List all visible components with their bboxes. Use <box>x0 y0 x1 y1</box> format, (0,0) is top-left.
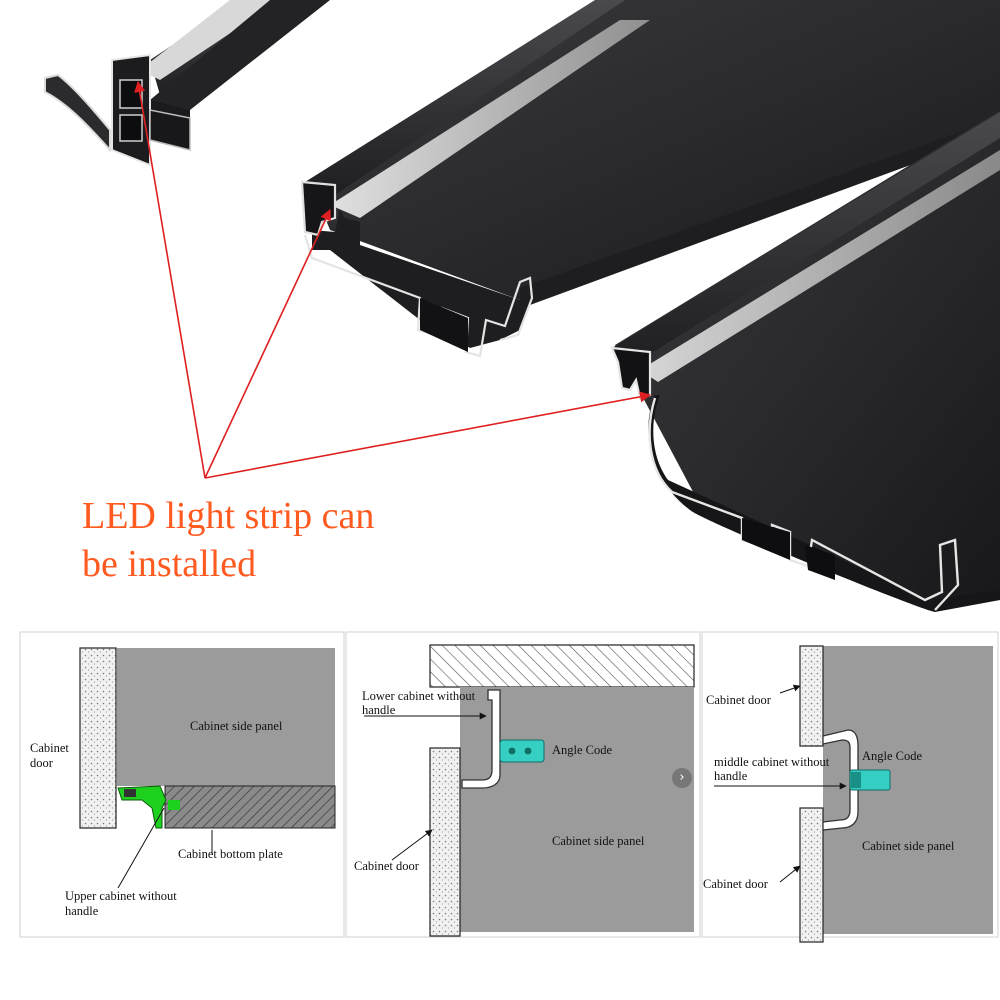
cabinet-door-top <box>799 645 824 747</box>
cabinet-door <box>429 747 461 937</box>
headline-line-1: LED light strip can <box>82 495 375 537</box>
angle-code-label: Angle Code <box>552 743 613 757</box>
handleless-profile <box>461 689 501 789</box>
countertop <box>429 644 695 688</box>
angle-code <box>499 739 545 763</box>
cabinet-door-bottom <box>799 807 824 943</box>
aluminum-profile-slim <box>44 0 1000 167</box>
cabinet-door-bottom-label: Cabinet door <box>703 877 769 891</box>
cabinet-door-label: Cabinet door <box>354 859 420 873</box>
bottom-plate-label: Cabinet bottom plate <box>178 847 283 861</box>
angle-code-label: Angle Code <box>862 749 923 763</box>
cabinet-door <box>79 647 117 829</box>
side-panel-label: Cabinet side panel <box>552 834 645 848</box>
cabinet-bottom-plate <box>164 785 336 829</box>
aluminum-profile-medium <box>300 0 1000 358</box>
side-panel-label: Cabinet side panel <box>862 839 955 853</box>
led-strip <box>124 789 136 797</box>
chevron-right-icon[interactable]: › <box>672 768 692 788</box>
led-strip-headline: LED light strip can be installed <box>82 492 502 588</box>
side-panel-label: Cabinet side panel <box>190 719 283 733</box>
cabinet-door-top-label: Cabinet door <box>706 693 772 707</box>
headline-line-2: be installed <box>82 543 257 585</box>
aluminum-profile-large <box>610 110 1000 612</box>
diagram-middle-cabinet: Cabinet door Angle Code middle cabinet w… <box>703 645 993 943</box>
cabinet-side-panel <box>823 646 993 934</box>
led-strip-pointer-arrows <box>134 80 652 479</box>
cabinet-side-panel <box>117 648 335 786</box>
